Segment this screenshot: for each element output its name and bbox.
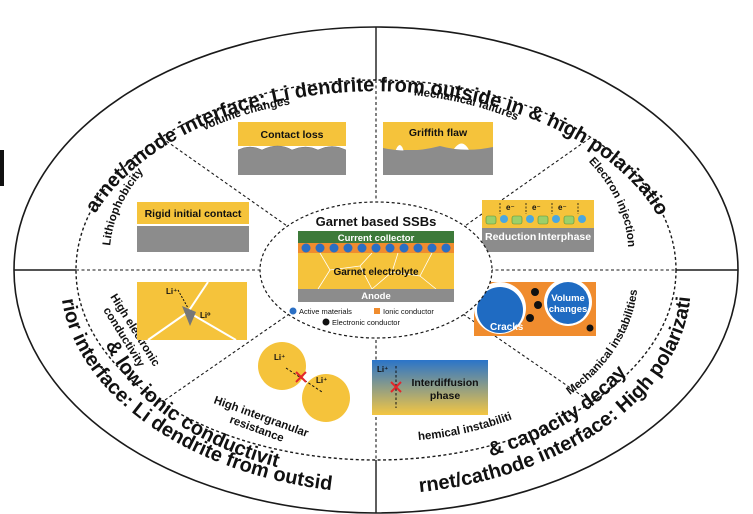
panel-li-grain-boundary: Li⁺ Li⁰ [137,281,247,341]
svg-text:Current collector: Current collector [338,233,415,244]
svg-text:changes: changes [549,304,588,315]
edge-marker [0,150,4,186]
svg-text:Volume: Volume [551,293,585,304]
panel-contact-loss: Contact loss [237,122,347,175]
svg-text:Li⁰: Li⁰ [200,311,211,320]
svg-text:Ionic conductor: Ionic conductor [383,307,434,316]
svg-text:Interphase: Interphase [538,231,591,243]
center-garnet-ssb: Garnet based SSBs Current collector Garn… [259,201,493,339]
panel-interdiffusion: Li⁺ Interdiffusion phase [372,360,488,415]
svg-text:phase: phase [430,390,461,402]
svg-text:Li⁺: Li⁺ [377,365,388,374]
svg-text:e⁻: e⁻ [532,203,541,212]
svg-text:Electronic conductor: Electronic conductor [332,318,400,327]
panel-intergranular: Li⁺ Li⁺ [258,342,350,422]
svg-text:Contact loss: Contact loss [260,129,323,141]
panel-griffith-flaw: Griffith flaw [383,122,493,175]
svg-text:Rigid initial contact: Rigid initial contact [145,208,242,220]
panel-cracks: Cracks Volume changes [474,278,596,336]
svg-text:e⁻: e⁻ [558,203,567,212]
panel-electron-injection: e⁻ e⁻ e⁻ Reduction Interphase [482,200,594,252]
svg-text:Li⁺: Li⁺ [316,376,327,385]
svg-text:e⁻: e⁻ [506,203,515,212]
svg-text:Li⁺: Li⁺ [274,353,285,362]
svg-text:Reduction: Reduction [485,231,536,243]
svg-text:Active materials: Active materials [299,307,352,316]
svg-text:Interdiffusion: Interdiffusion [411,377,478,389]
svg-text:Griffith flaw: Griffith flaw [409,127,468,139]
center-title: Garnet based SSBs [316,214,437,229]
svg-text:Cracks: Cracks [490,322,524,333]
svg-text:Li⁺: Li⁺ [166,287,177,296]
svg-text:Garnet electrolyte: Garnet electrolyte [333,267,418,278]
svg-text:Anode: Anode [361,291,391,302]
panel-rigid-contact: Rigid initial contact [137,202,249,252]
